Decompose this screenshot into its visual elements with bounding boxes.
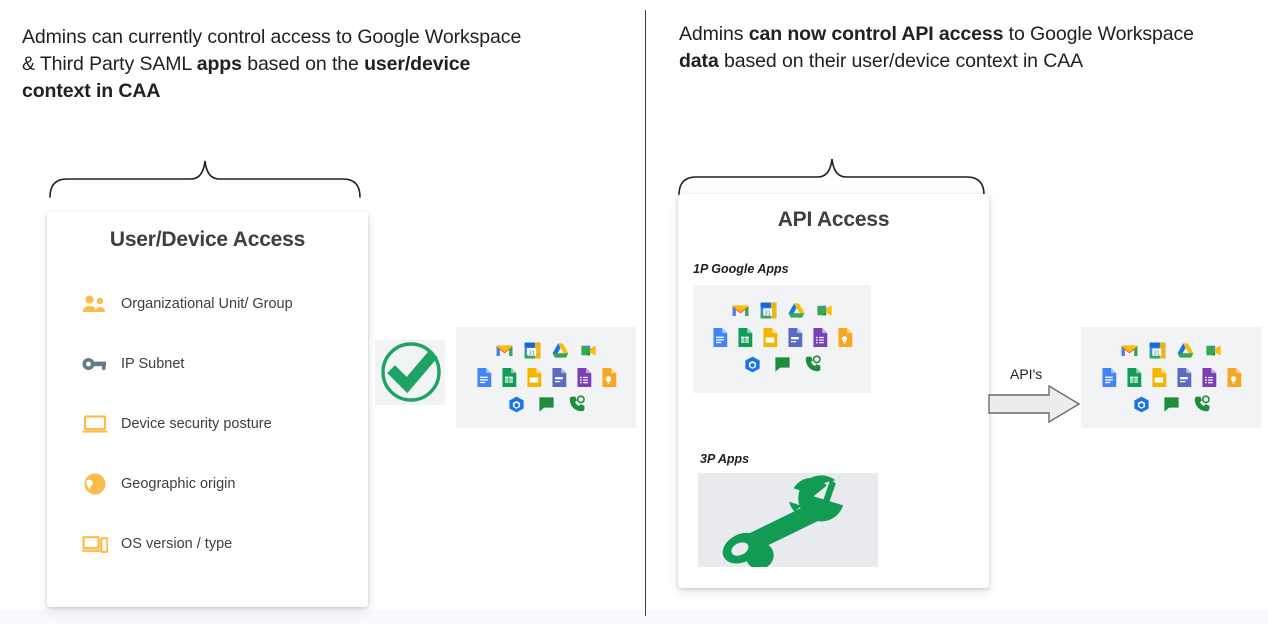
api-arrow-label: API's: [1010, 366, 1043, 382]
svg-text:31: 31: [764, 310, 770, 316]
gmail-icon: [1121, 345, 1137, 357]
left-curly-brace: [49, 160, 361, 198]
feature-row-ip-subnet[interactable]: IP Subnet: [47, 334, 368, 394]
feature-label-os-version-type: OS version / type: [121, 536, 233, 552]
app-icon-row-2: [693, 324, 871, 351]
app-icon-row-1: 31: [693, 297, 871, 324]
bottom-strip: [0, 610, 1268, 624]
section-label-3p-apps: 3P Apps: [700, 452, 750, 466]
calendar-icon: 31: [760, 302, 776, 319]
drive-icon: [788, 303, 804, 318]
user-device-access-card: User/Device Access Organizational Unit/ …: [47, 212, 368, 607]
voice-icon: [805, 355, 821, 372]
sites-icon: [1202, 368, 1217, 387]
svg-text:31: 31: [1153, 350, 1159, 356]
left-panel-heading: Admins can currently control access to G…: [22, 24, 522, 105]
calendar-icon: 31: [1149, 342, 1165, 359]
sheets-icon: [738, 328, 753, 347]
sheets-icon: [1127, 368, 1142, 387]
slides-icon: [1152, 368, 1167, 387]
check-backdrop: [375, 340, 445, 405]
app-icon-row-2: [456, 364, 636, 391]
gmail-icon: [732, 305, 748, 317]
drive-icon: [1177, 343, 1193, 358]
left-heading-run-4: user/device context in CAA: [22, 53, 471, 102]
feature-label-device-security-posture: Device security posture: [121, 416, 272, 432]
cloud-search-icon: [1133, 396, 1149, 413]
forms-icon: [788, 328, 803, 347]
left-heading-run-1: Admins can currently control access to G…: [22, 26, 522, 75]
meet-icon: [580, 345, 596, 356]
left-heading-run-2: apps: [196, 53, 242, 75]
card-title-user-device-access: User/Device Access: [109, 228, 306, 251]
section-label-1p-google-apps: 1P Google Apps: [693, 262, 789, 276]
voice-icon: [1194, 395, 1210, 412]
gmail-icon: [496, 345, 512, 357]
app-icon-row-3: [693, 351, 871, 378]
docs-icon: [713, 328, 728, 347]
app-icon-row-3: [1081, 391, 1261, 418]
docs-icon: [477, 368, 492, 387]
green-check-icon: [381, 342, 441, 402]
voice-icon: [569, 395, 585, 412]
globe-icon: [75, 469, 115, 499]
feature-label-ip-subnet: IP Subnet: [121, 356, 185, 372]
right-heading-run-2: can now control API access: [748, 23, 1004, 45]
sheets-icon: [502, 368, 517, 387]
app-icon-row-1: 31: [1081, 337, 1261, 364]
feature-row-os-version-type[interactable]: OS version / type: [47, 514, 368, 574]
feature-label-organizational-unit: Organizational Unit/ Group: [121, 296, 293, 312]
right-heading-run-3: to Google Workspace: [1003, 23, 1194, 45]
chat-icon: [1163, 397, 1179, 412]
feature-label-geographic-origin: Geographic origin: [121, 476, 236, 492]
chat-icon: [774, 357, 790, 372]
forms-icon: [552, 368, 567, 387]
meet-icon: [816, 305, 832, 316]
right-panel-heading: Admins can now control API access to Goo…: [679, 21, 1209, 75]
docs-icon: [1102, 368, 1117, 387]
app-icon-row-3: [456, 391, 636, 418]
laptop-icon: [75, 409, 115, 439]
feature-row-device-security-posture[interactable]: Device security posture: [47, 394, 368, 454]
people-icon: [75, 289, 115, 319]
keep-icon: [1227, 368, 1242, 387]
devices-icon: [75, 529, 115, 559]
app-icon-row-2: [1081, 364, 1261, 391]
card-title-api-access: API Access: [777, 208, 890, 231]
drive-icon: [552, 343, 568, 358]
feature-row-geographic-origin[interactable]: Geographic origin: [47, 454, 368, 514]
feature-row-organizational-unit[interactable]: Organizational Unit/ Group: [47, 274, 368, 334]
right-heading-run-1: Admins: [679, 23, 749, 45]
app-icon-grid-1p: 31: [693, 285, 871, 393]
key-icon: [75, 349, 115, 379]
left-heading-run-3: based on the: [241, 53, 365, 75]
slides-icon: [527, 368, 542, 387]
sites-icon: [813, 328, 828, 347]
cloud-search-icon: [508, 396, 524, 413]
keep-icon: [602, 368, 617, 387]
forms-icon: [1177, 368, 1192, 387]
app-icon-grid-left: 31: [456, 327, 636, 428]
cloud-search-icon: [744, 356, 760, 373]
sites-icon: [577, 368, 592, 387]
right-heading-run-5: based on their user/device context in CA…: [718, 50, 1084, 72]
panel-divider: [645, 10, 646, 616]
meet-icon: [1205, 345, 1221, 356]
app-icon-grid-right: 31: [1081, 327, 1261, 428]
keep-icon: [838, 328, 853, 347]
feature-list: Organizational Unit/ Group IP Subnet: [47, 274, 368, 574]
chat-icon: [538, 397, 554, 412]
svg-text:31: 31: [528, 350, 534, 356]
right-heading-run-4: data: [679, 50, 719, 72]
right-arrow-icon: [988, 385, 1080, 423]
wrench-icon: [722, 475, 844, 567]
app-icon-row-1: 31: [456, 337, 636, 364]
calendar-icon: 31: [524, 342, 540, 359]
slides-icon: [763, 328, 778, 347]
right-curly-brace: [678, 158, 985, 196]
